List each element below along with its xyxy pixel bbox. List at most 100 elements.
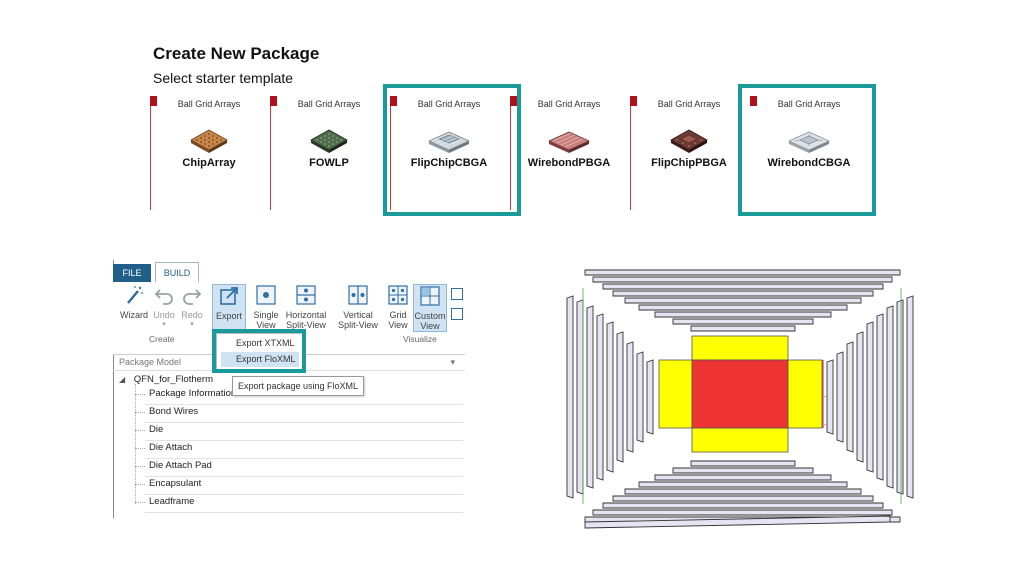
horizontal-split-view-button[interactable]: Horizontal Split-View [283, 284, 329, 330]
grid-view-label-1: Grid [389, 310, 407, 320]
tile-divider [630, 96, 631, 210]
tree-item-leadframe[interactable]: Leadframe [149, 496, 195, 507]
undo-label: Undo [153, 310, 175, 320]
chevron-down-icon[interactable]: ▾ [450, 357, 455, 367]
top-leads [584, 269, 901, 332]
tree-item-bond-wires[interactable]: Bond Wires [149, 406, 199, 417]
template-category: Ball Grid Arrays [657, 99, 721, 109]
wirebond-cbga-package-icon [788, 131, 830, 153]
tree-separator [145, 494, 463, 495]
menu-item-export-floxml[interactable]: Export FloXML [221, 352, 299, 367]
export-label: Export [215, 311, 242, 321]
tree-guide-line [135, 448, 145, 450]
template-category: Ball Grid Arrays [177, 99, 241, 109]
magic-wand-icon [127, 286, 143, 304]
tree-guide-line [135, 430, 145, 432]
page-title: Create New Package [153, 44, 320, 63]
fit-view-icon[interactable] [451, 308, 463, 320]
fowlp-package-icon [310, 129, 348, 153]
menu-item-export-xtxml[interactable]: Export XTXML [236, 338, 295, 348]
tree-item-encapsulant[interactable]: Encapsulant [149, 478, 202, 489]
restore-view-icon[interactable] [451, 288, 463, 300]
export-menu-highlight-frame [212, 329, 306, 373]
export-icon [220, 287, 238, 305]
template-category: Ball Grid Arrays [777, 99, 841, 109]
group-create-label: Create [149, 334, 175, 344]
tree-separator [145, 404, 463, 405]
custom-view-icon [420, 286, 440, 306]
flag-marker-icon [150, 96, 157, 106]
horizontal-split-label-2: Split-View [286, 320, 326, 330]
tree-separator [145, 512, 463, 513]
template-name: WirebondPBGA [527, 157, 611, 169]
package-outline [582, 288, 902, 504]
package-model-label: Package Model [119, 357, 182, 367]
tab-build[interactable]: BUILD [155, 262, 199, 283]
tab-file[interactable]: FILE [113, 264, 151, 282]
tree-item-die-attach[interactable]: Die Attach [149, 442, 193, 453]
single-view-label-1: Single [253, 310, 279, 320]
base-slab [584, 515, 891, 529]
panel-border [113, 260, 114, 518]
template-name: WirebondCBGA [767, 157, 851, 169]
ribbon-tab-bar: FILE BUILD [113, 260, 465, 283]
vertical-split-icon [348, 285, 368, 305]
group-visualize-label: Visualize [403, 334, 437, 344]
tree-guide-line [135, 384, 137, 504]
tree-item-die-attach-pad[interactable]: Die Attach Pad [149, 460, 212, 471]
template-category: Ball Grid Arrays [417, 99, 481, 109]
undo-icon [154, 289, 173, 305]
grid-view-label-2: View [388, 320, 408, 330]
redo-button[interactable]: Redo ▾ [179, 284, 205, 330]
tree-item-die[interactable]: Die [149, 424, 164, 435]
bottom-leads [584, 460, 901, 523]
grid-view-button[interactable]: Grid View [385, 284, 411, 330]
template-highlight-frame [383, 84, 521, 216]
tile-divider [150, 96, 151, 210]
grid-view-icon [388, 285, 408, 305]
custom-view-label-2: View [420, 321, 440, 331]
custom-view-label-1: Custom [414, 311, 446, 321]
template-category: Ball Grid Arrays [537, 99, 601, 109]
tile-divider [510, 96, 511, 210]
template-fowlp[interactable]: Ball Grid Arrays FOWLP [270, 96, 388, 210]
wizard-button[interactable]: Wizard [117, 284, 151, 320]
left-leads [566, 295, 654, 499]
tree-root[interactable]: ◢ QFN_for_Flotherm [119, 374, 213, 385]
dimension-marker-icon: ⌐ [824, 394, 827, 399]
template-chiparray[interactable]: Ball Grid Arrays ChipArray [150, 96, 268, 210]
template-highlight-frame [738, 84, 876, 216]
tree-separator [145, 476, 463, 477]
custom-view-button[interactable]: Custom View [413, 284, 447, 332]
single-view-label-2: View [256, 320, 276, 330]
template-name: ChipArray [182, 157, 236, 169]
redo-icon [183, 289, 202, 305]
tree-item-package-information[interactable]: Package Information [149, 388, 237, 399]
tree-guide-line [135, 394, 145, 396]
vertical-split-label-1: Vertical [343, 310, 373, 320]
vertical-split-label-2: Split-View [338, 320, 378, 330]
template-name: FlipChipPBGA [651, 157, 727, 169]
template-wirebond-pbga[interactable]: Ball Grid Arrays WirebondPBGA [510, 96, 628, 210]
export-button[interactable]: Export [212, 284, 246, 330]
tree-guide-line [135, 466, 145, 468]
package-3d-viewport[interactable]: ⌐ ⌐ [555, 258, 925, 536]
template-flipchip-pbga[interactable]: Ball Grid Arrays FlipChipPBGA [630, 96, 748, 210]
template-flipchip-cbga[interactable]: Ball Grid Arrays FlipChipCBGA [390, 96, 508, 210]
right-leads [826, 295, 914, 499]
single-view-button[interactable]: Single View [250, 284, 282, 330]
vertical-split-view-button[interactable]: Vertical Split-View [335, 284, 381, 330]
tree-separator [145, 422, 463, 423]
chiparray-package-icon [190, 129, 228, 153]
tree-separator [145, 440, 463, 441]
undo-button[interactable]: Undo ▾ [151, 284, 177, 330]
horizontal-split-label-1: Horizontal [285, 310, 327, 320]
page-subtitle: Select starter template [153, 70, 294, 86]
dimension-marker-icon: ⌐ [824, 422, 827, 427]
chevron-down-icon: ▾ [190, 321, 194, 328]
tree-guide-line [135, 484, 145, 486]
template-wirebond-cbga[interactable]: Ball Grid Arrays WirebondCBGA [750, 96, 868, 210]
export-tooltip: Export package using FloXML [232, 376, 364, 396]
die-attach-pad [658, 335, 823, 453]
collapse-arrow-icon[interactable]: ◢ [119, 375, 126, 384]
